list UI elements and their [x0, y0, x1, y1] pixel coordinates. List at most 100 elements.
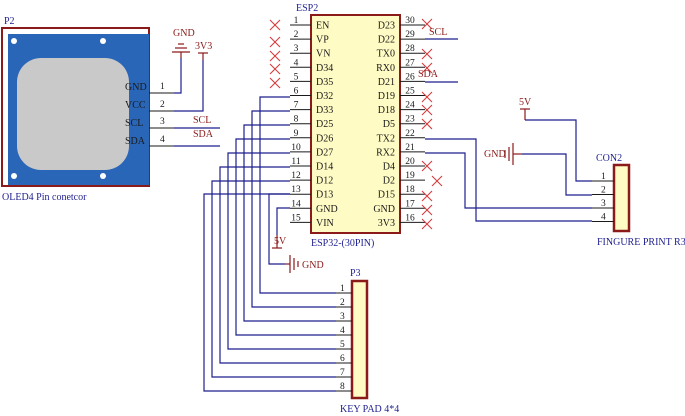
keypad-pin-num: 1 — [340, 284, 345, 294]
esp-pin-name: 3V3 — [378, 218, 395, 229]
esp-pin-name: GND — [373, 204, 395, 215]
oled-pin-name: VCC — [125, 100, 146, 111]
esp-pin-name: D2 — [383, 176, 395, 187]
esp-pin-num: 19 — [405, 171, 415, 181]
fp-body — [612, 163, 631, 233]
oled-ref: P2 — [4, 16, 15, 27]
oled-scl-label: SCL — [193, 115, 211, 126]
esp-pin-num: 8 — [294, 115, 299, 125]
esp-pin-name: D12 — [316, 176, 333, 187]
keypad-wiring — [203, 96, 336, 392]
oled-pin-name: SCL — [125, 118, 143, 129]
esp-pin-name: VP — [316, 35, 329, 46]
esp-pin-num: 18 — [405, 185, 415, 195]
oled-pin-num: 3 — [160, 117, 165, 127]
esp-pin-num: 2 — [294, 30, 299, 40]
esp-pin-name: D26 — [316, 133, 333, 144]
esp-pin-name: VIN — [316, 218, 334, 229]
esp-pin-num: 28 — [405, 44, 415, 54]
esp-pin-num: 15 — [291, 213, 301, 223]
fp-pin-num: 4 — [601, 213, 606, 223]
oled-pin-name: GND — [125, 82, 147, 93]
esp-pin-num: 5 — [294, 72, 299, 82]
keypad-pin-num: 4 — [340, 326, 345, 336]
esp-pin-num: 12 — [291, 171, 301, 181]
fp-caption: FINGURE PRINT R307 — [597, 237, 685, 248]
esp-pin-num: 1 — [294, 16, 299, 26]
esp-pin-name: D22 — [378, 35, 395, 46]
oled-pin-num: 4 — [160, 135, 165, 145]
oled-caption: OLED4 Pin conetcor — [2, 192, 87, 203]
keypad-pin-num: 3 — [340, 312, 345, 322]
esp-pin-name: D32 — [316, 91, 333, 102]
esp-5v-label: 5V — [274, 236, 287, 247]
wire — [425, 138, 592, 222]
esp-pin-name: GND — [316, 204, 338, 215]
esp-pin-num: 4 — [294, 58, 299, 68]
esp-pin-name: D25 — [316, 119, 333, 130]
keypad-ref: P3 — [350, 268, 361, 279]
esp-pin-num: 23 — [405, 115, 415, 125]
keypad-pins: 1 2 3 4 5 6 7 8 — [336, 284, 352, 392]
keypad-pin-num: 8 — [340, 382, 345, 392]
oled-vcc-label: 3V3 — [195, 41, 212, 52]
fp-5v-label: 5V — [519, 97, 532, 108]
esp-pin-name: D33 — [316, 105, 333, 116]
esp-pin-num: 16 — [405, 213, 415, 223]
esp-pin-name: TX0 — [377, 49, 395, 60]
esp-pin-name: D18 — [378, 105, 395, 116]
keypad-pin-num: 5 — [340, 340, 345, 350]
oled-power-wiring: GND 3V3 SCL SDA — [172, 28, 220, 147]
wire — [251, 110, 336, 308]
esp-pin-name: D21 — [378, 77, 395, 88]
wire — [174, 58, 182, 94]
wire — [259, 96, 336, 294]
esp-ref: ESP2 — [296, 3, 318, 14]
keypad-pin-num: 6 — [340, 354, 345, 364]
mount-hole-icon — [100, 173, 106, 179]
oled-pin-num: 1 — [160, 82, 165, 92]
esp-gnd-label: GND — [302, 260, 324, 271]
wire — [525, 119, 592, 182]
esp-pin-num: 24 — [405, 101, 415, 111]
mount-hole-icon — [11, 173, 17, 179]
esp-pin-name: VN — [316, 49, 330, 60]
esp-right-nets: SCL SDA — [418, 27, 592, 222]
esp-pin-name: D23 — [378, 21, 395, 32]
esp-pin-name: EN — [316, 21, 329, 32]
esp-pin-num: 13 — [291, 185, 301, 195]
esp-pin-num: 9 — [294, 129, 299, 139]
oled-gnd-label: GND — [173, 28, 195, 39]
esp-pin-num: 22 — [405, 129, 415, 139]
esp-pin-num: 11 — [291, 157, 300, 167]
esp-pin-num: 27 — [405, 58, 415, 68]
oled-pin-num: 2 — [160, 100, 165, 110]
esp-pin-name: TX2 — [377, 133, 395, 144]
keypad-pin-num: 7 — [340, 368, 345, 378]
esp-pin-name: D35 — [316, 77, 333, 88]
esp-pin-num: 17 — [405, 199, 415, 209]
wire — [219, 166, 336, 364]
esp-pin-name: D13 — [316, 190, 333, 201]
esp-sda-label: SDA — [418, 69, 439, 80]
wire — [268, 193, 290, 265]
wire — [276, 207, 290, 235]
keypad-pin-num: 2 — [340, 298, 345, 308]
esp-pin-name: RX0 — [376, 63, 395, 74]
esp-pin-num: 10 — [291, 143, 301, 153]
fp-pin-num: 1 — [601, 172, 606, 182]
esp-pin-num: 21 — [405, 143, 415, 153]
wire — [522, 153, 592, 196]
esp-pin-num: 29 — [405, 30, 415, 40]
esp-pin-name: RX2 — [376, 147, 395, 158]
esp-pin-name: D34 — [316, 63, 333, 74]
esp-pin-num: 20 — [405, 157, 415, 167]
fp-pin-num: 2 — [601, 186, 606, 196]
esp-pin-num: 7 — [294, 101, 299, 111]
esp-pin-num: 26 — [405, 72, 415, 82]
wire — [235, 138, 336, 336]
esp-pin-num: 30 — [405, 16, 415, 26]
